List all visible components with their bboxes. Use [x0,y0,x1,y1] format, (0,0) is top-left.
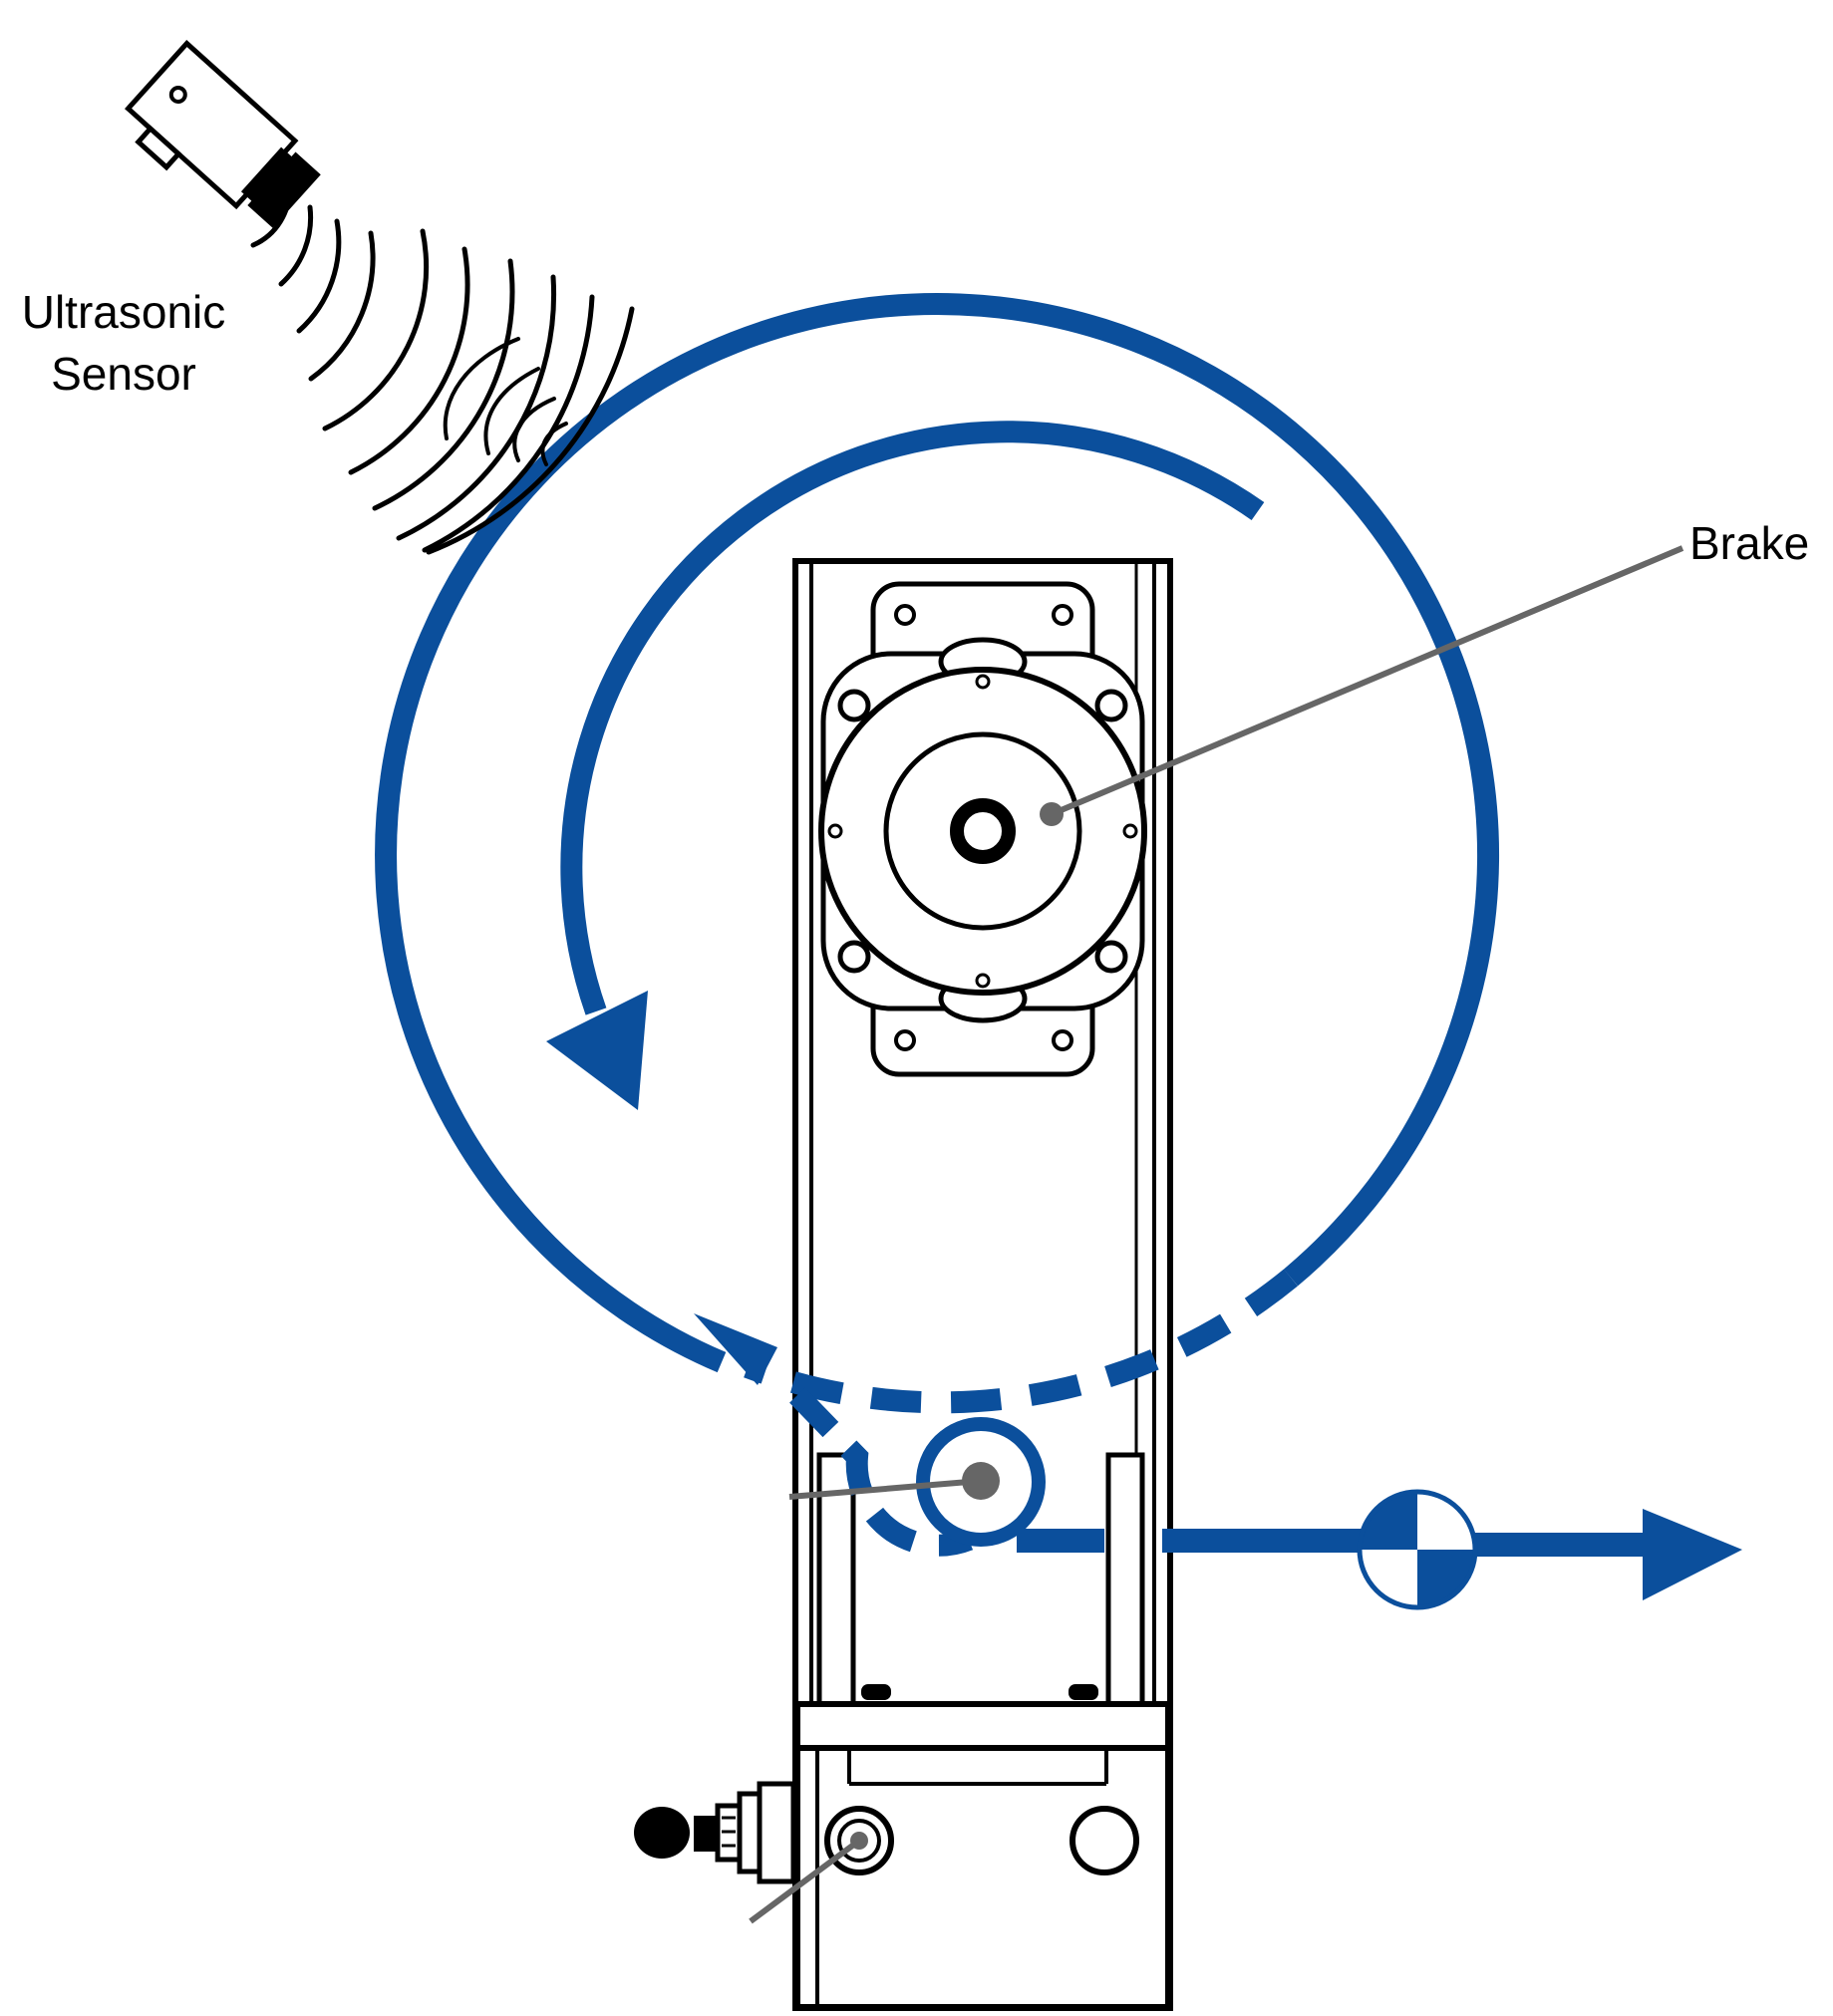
brake-label: Brake [1689,517,1810,569]
echo-waves [443,337,568,466]
brake-disc [818,667,1147,996]
velocity-arrow [1017,1529,1645,1557]
sound-waves [250,183,635,555]
base-block [794,1701,1171,2010]
rotation-arrowheads [546,991,1742,1600]
sensor-label-line1: Ultrasonic [21,286,226,338]
center-of-mass-icon [1357,1489,1478,1610]
slide-bar-nuts [861,1684,1098,1700]
rotation-arrows [375,292,1500,1557]
side-knob [634,1781,796,1884]
leader-lines [749,545,1684,1924]
sensor-label-line2: Sensor [51,348,196,400]
ultrasonic-sensor-icon [125,40,321,228]
sensor-label: Ultrasonic Sensor [8,281,239,405]
